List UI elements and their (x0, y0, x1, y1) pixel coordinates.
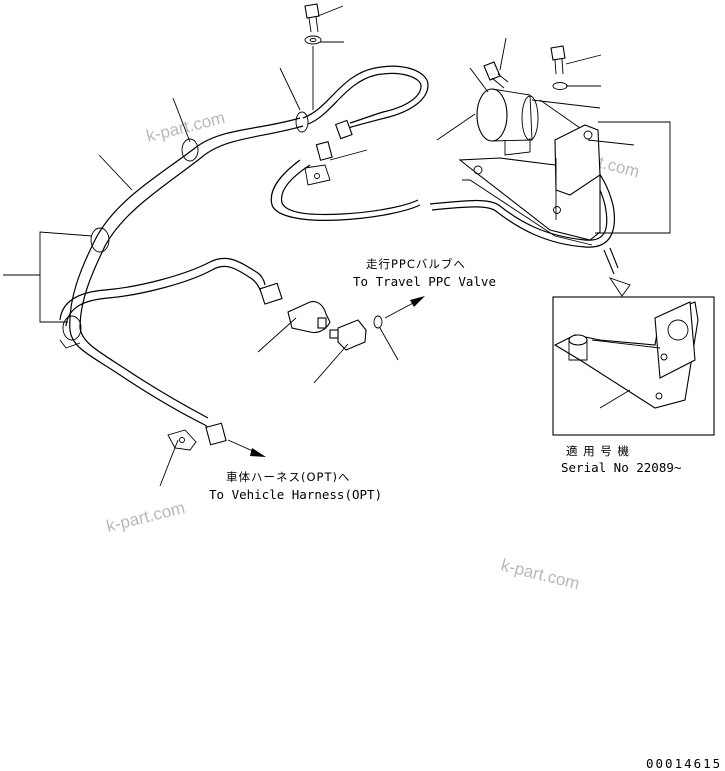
connector-vehicle (167, 422, 227, 451)
serial-label-jp: 適 用 号 機 (566, 444, 630, 458)
travel-label-jp: 走行PPCバルブへ (366, 257, 466, 271)
watermark-3: k-part.com (104, 498, 187, 536)
leader-lines (3, 5, 635, 487)
inset-box (552, 296, 715, 436)
main-harness (59, 65, 615, 426)
serial-label-en: Serial No 22089~ (561, 460, 681, 475)
connector-upper (304, 119, 353, 186)
travel-label-en: To Travel PPC Valve (353, 274, 496, 289)
watermark-4: k-part.com (499, 555, 582, 593)
vehicle-label-jp: 車体ハーネス(OPT)へ (226, 470, 350, 484)
connector-travel (259, 282, 383, 351)
arrow-travel (384, 296, 425, 319)
arrow-vehicle (227, 439, 266, 457)
bolt-washer-center (304, 3, 322, 110)
vehicle-label-en: To Vehicle Harness(OPT) (209, 487, 382, 502)
right-assembly (458, 45, 671, 297)
drawing-number: 00014615 (646, 756, 722, 771)
